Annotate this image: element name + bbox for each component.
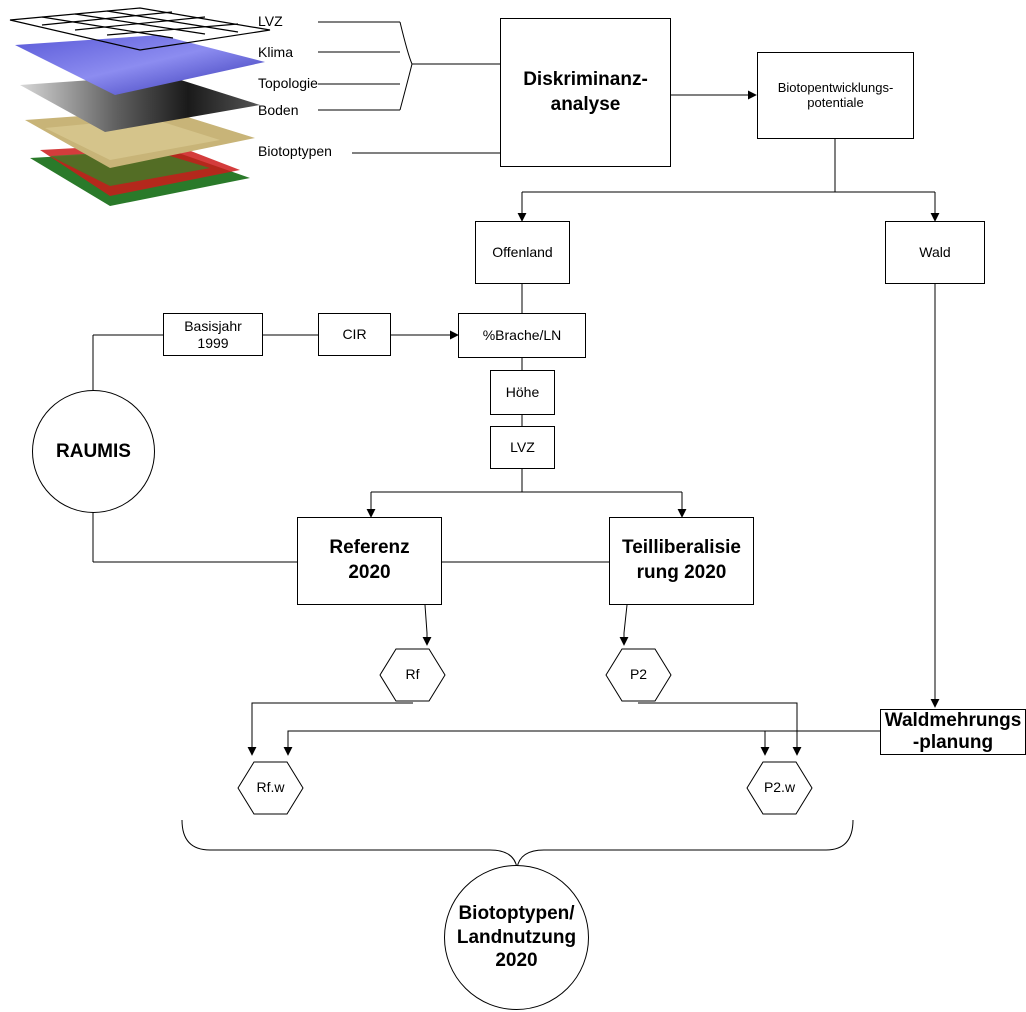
node-wald: Wald xyxy=(885,221,985,284)
node-biotopentwicklungspotentiale: Biotopentwicklungs- potentiale xyxy=(757,52,914,139)
gis-layer-stack-icon xyxy=(9,7,271,206)
node-offenland: Offenland xyxy=(475,221,570,284)
layer-label-boden: Boden xyxy=(258,102,299,118)
layer-label-lvz: LVZ xyxy=(258,13,283,29)
node-basisjahr-1999: Basisjahr 1999 xyxy=(163,313,263,356)
node-teilliberalisierung-2020: Teilliberalisie rung 2020 xyxy=(609,517,754,605)
node-raumis: RAUMIS xyxy=(32,390,155,513)
hexagon-rfw xyxy=(237,761,304,815)
hexagon-p2w xyxy=(746,761,813,815)
node-hoehe: Höhe xyxy=(490,370,555,415)
node-referenz-2020: Referenz 2020 xyxy=(297,517,442,605)
node-lvz: LVZ xyxy=(490,426,555,469)
layer-label-klima: Klima xyxy=(258,44,294,60)
hexagon-label-p2: P2 xyxy=(629,666,648,682)
node-diskriminanzanalyse: Diskriminanz- analyse xyxy=(500,18,671,167)
node-brache-ln: %Brache/LN xyxy=(458,313,586,358)
node-waldmehrungsplanung: Waldmehrungs -planung xyxy=(880,709,1026,755)
connector-lines xyxy=(92,21,940,869)
hexagon-label-rfw: Rf.w xyxy=(256,779,285,795)
hexagon-rf xyxy=(379,648,446,702)
node-result-biotoptypen-landnutzung-2020: Biotoptypen/ Landnutzung 2020 xyxy=(444,865,589,1010)
hexagon-label-rf: Rf xyxy=(405,666,420,682)
hexagon-label-p2w: P2.w xyxy=(763,779,796,795)
hexagon-p2 xyxy=(605,648,672,702)
layer-label-topologie: Topologie xyxy=(258,75,318,91)
node-cir: CIR xyxy=(318,313,391,356)
layer-label-biotoptypen: Biotoptypen xyxy=(258,143,332,159)
